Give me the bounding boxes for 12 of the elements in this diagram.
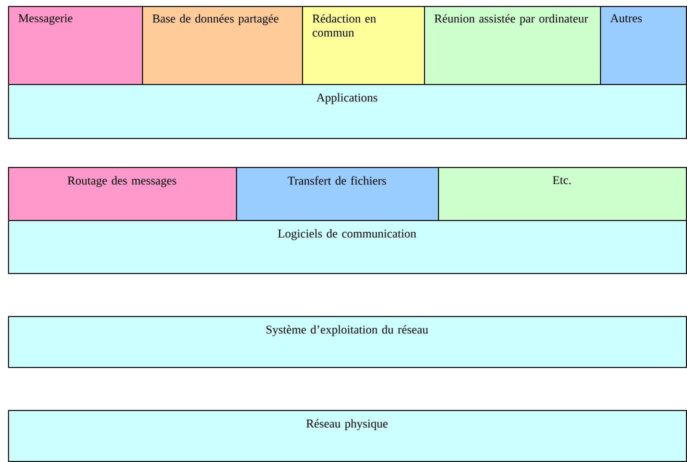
- layer-box: Réunion assistée par ordinateur: [424, 6, 601, 85]
- layer-box: Logiciels de communication: [8, 220, 687, 274]
- layer-box: Base de données partagée: [142, 6, 303, 85]
- layer-box: Système d’exploitation du réseau: [8, 316, 687, 368]
- layer-box: Applications: [8, 84, 687, 139]
- layer-box: Etc.: [438, 167, 687, 221]
- layer-box: Autres: [600, 6, 687, 85]
- layer-box: Réseau physique: [8, 410, 687, 462]
- layer-box: Transfert de fichiers: [236, 167, 439, 221]
- layer-box: Routage des messages: [8, 167, 237, 221]
- layer-box: Messagerie: [8, 6, 143, 85]
- layer-box: Rédaction en commun: [302, 6, 425, 85]
